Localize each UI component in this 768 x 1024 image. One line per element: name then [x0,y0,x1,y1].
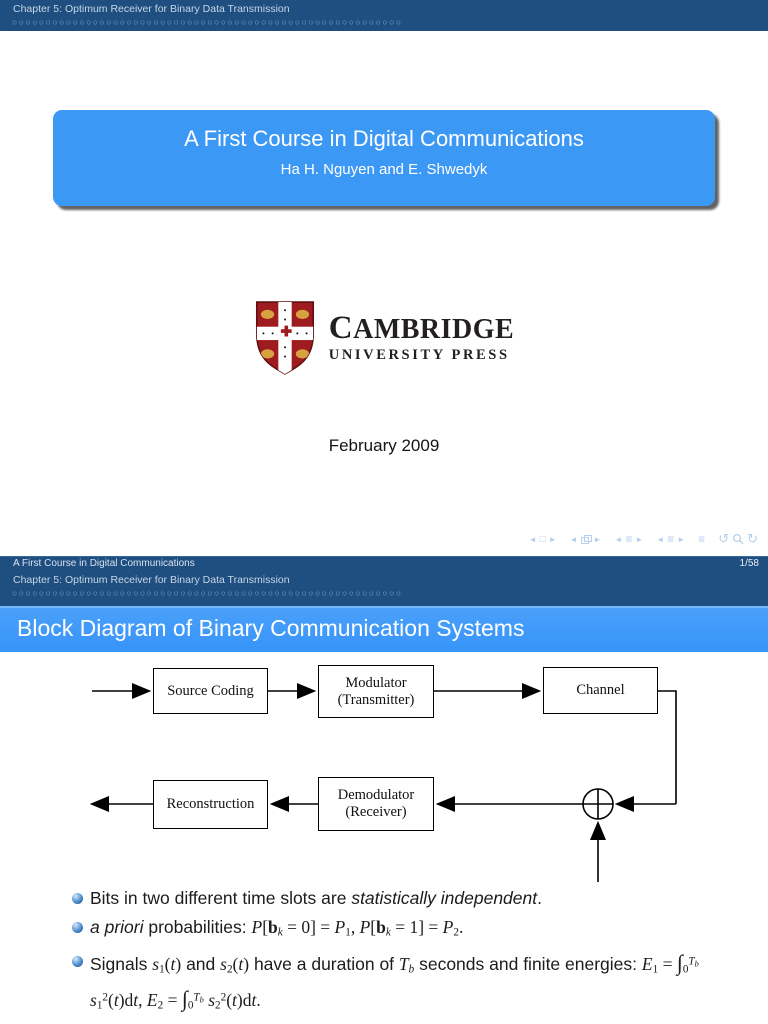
block-channel: Channel [543,667,658,714]
nav-subsection-group: ◄ ≡ ► [614,532,643,546]
block-label: Reconstruction [166,796,255,812]
ball-bullet-icon [72,893,83,904]
appendix-icon[interactable]: ≡ [698,532,706,546]
diagram-connectors [89,683,677,882]
prev-section-icon[interactable]: ◄ [656,534,665,544]
nav-slide-group: ◄ □ ► [529,534,557,545]
block-label: Demodulator [337,787,415,803]
ball-bullet-icon [72,922,83,933]
list-item: Noise w(t) is stationary Gaussian, zero-… [0,1021,768,1024]
course-authors: Ha H. Nguyen and E. Shwedyk [280,161,488,178]
block-label: Channel [576,682,625,698]
list-item: Bits in two different time slots are sta… [0,884,768,912]
block-label: Modulator [345,674,407,691]
ball-bullet-icon [72,956,83,968]
search-icon[interactable] [732,533,744,545]
block-sublabel: (Transmitter) [337,691,415,708]
publisher-logo: CAMBRIDGE UNIVERSITY PRESS [0,300,768,376]
nav-frame-group: ◄ ► [569,534,602,544]
slide1-footer-bar: A First Course in Digital Communications… [0,556,768,572]
block-demodulator: Demodulator (Receiver) [318,777,434,831]
publication-date: February 2009 [328,436,440,455]
chapter-title: Chapter 5: Optimum Receiver for Binary D… [13,3,290,15]
next-slide-icon[interactable]: ► [548,534,557,544]
frame-title: Block Diagram of Binary Communication Sy… [17,615,525,641]
forward-icon[interactable]: ↻ [747,531,758,546]
bullet-list: Bits in two different time slots are sta… [0,884,768,1024]
course-title-box: A First Course in Digital Communications… [53,110,715,206]
section-progress-dots[interactable]: ○○○○○○○○○○○○○○○○○○○○○○○○○○○○○○○○○○○○○○○○… [12,588,403,598]
block-reconstruction: Reconstruction [153,780,268,829]
beamer-nav-bar: ◄ □ ► ◄ ► ◄ ≡ ► ◄ ≡ ► ≡ ↺ ↻ [529,531,758,547]
publisher-subname: UNIVERSITY PRESS [328,346,510,363]
block-sublabel: (Receiver) [345,804,407,820]
block-source-coding: Source Coding [153,668,268,714]
bullet-text: Signals s1(t) and s2(t) have a duration … [90,951,699,1012]
slide2-header-bar: Chapter 5: Optimum Receiver for Binary D… [0,571,768,606]
nav-history-group: ↺ ↻ [718,531,758,547]
frame-icon[interactable] [580,534,592,544]
section-icon[interactable]: ≡ [667,532,675,546]
block-diagram: Source Coding Modulator (Transmitter) Ch… [0,652,768,888]
prev-slide-icon[interactable]: ◄ [528,534,537,544]
subsection-icon[interactable]: ≡ [625,532,633,546]
bullet-text: a priori probabilities: P[bk = 0] = P1, … [90,917,464,939]
bullet-text: Bits in two different time slots are sta… [90,888,542,908]
section-progress-dots[interactable]: ○○○○○○○○○○○○○○○○○○○○○○○○○○○○○○○○○○○○○○○○… [12,17,403,27]
list-item: a priori probabilities: P[bk = 0] = P1, … [0,913,768,946]
footer-title: A First Course in Digital Communications [13,558,195,569]
slide-icon[interactable]: □ [539,533,546,545]
course-title: A First Course in Digital Communications [184,126,584,151]
publisher-name: CAMBRIDGE [328,309,515,346]
list-item: Signals s1(t) and s2(t) have a duration … [0,947,768,1019]
block-label: Source Coding [167,682,254,699]
slide1-header-bar: Chapter 5: Optimum Receiver for Binary D… [0,0,768,31]
prev-subsection-icon[interactable]: ◄ [614,534,623,544]
next-frame-icon[interactable]: ► [593,534,602,544]
nav-section-group: ◄ ≡ ► [656,532,685,546]
cambridge-shield-icon [255,301,314,375]
next-subsection-icon[interactable]: ► [635,534,644,544]
block-modulator: Modulator (Transmitter) [318,665,434,718]
next-section-icon[interactable]: ► [677,534,686,544]
frame-title-bar: Block Diagram of Binary Communication Sy… [0,606,768,652]
chapter-title: Chapter 5: Optimum Receiver for Binary D… [13,574,290,586]
back-icon[interactable]: ↺ [718,531,730,546]
page-number: 1/58 [739,558,759,569]
prev-frame-icon[interactable]: ◄ [569,534,578,544]
